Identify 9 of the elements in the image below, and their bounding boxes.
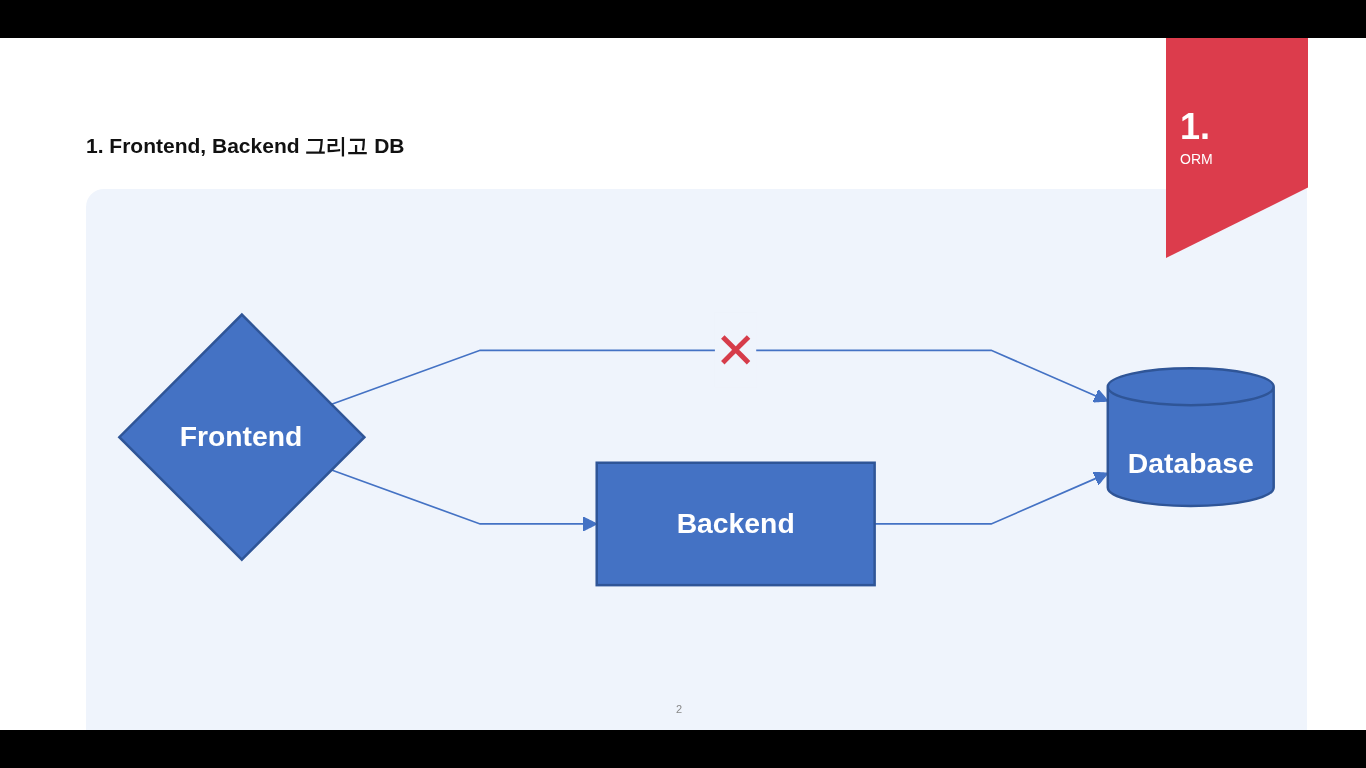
section-label: ORM [1180, 151, 1213, 167]
page-number: 2 [676, 703, 683, 715]
section-number: 1. [1180, 106, 1211, 148]
edge-label: ✕ [714, 322, 757, 378]
content-panel: ✕ Frontend Backend Database 2 [86, 189, 1307, 730]
slide-title: 1. Frontend, Backend 그리고 DB [86, 133, 405, 159]
node-box [595, 461, 876, 587]
arrow [330, 349, 1109, 406]
node-diamond [117, 312, 367, 562]
